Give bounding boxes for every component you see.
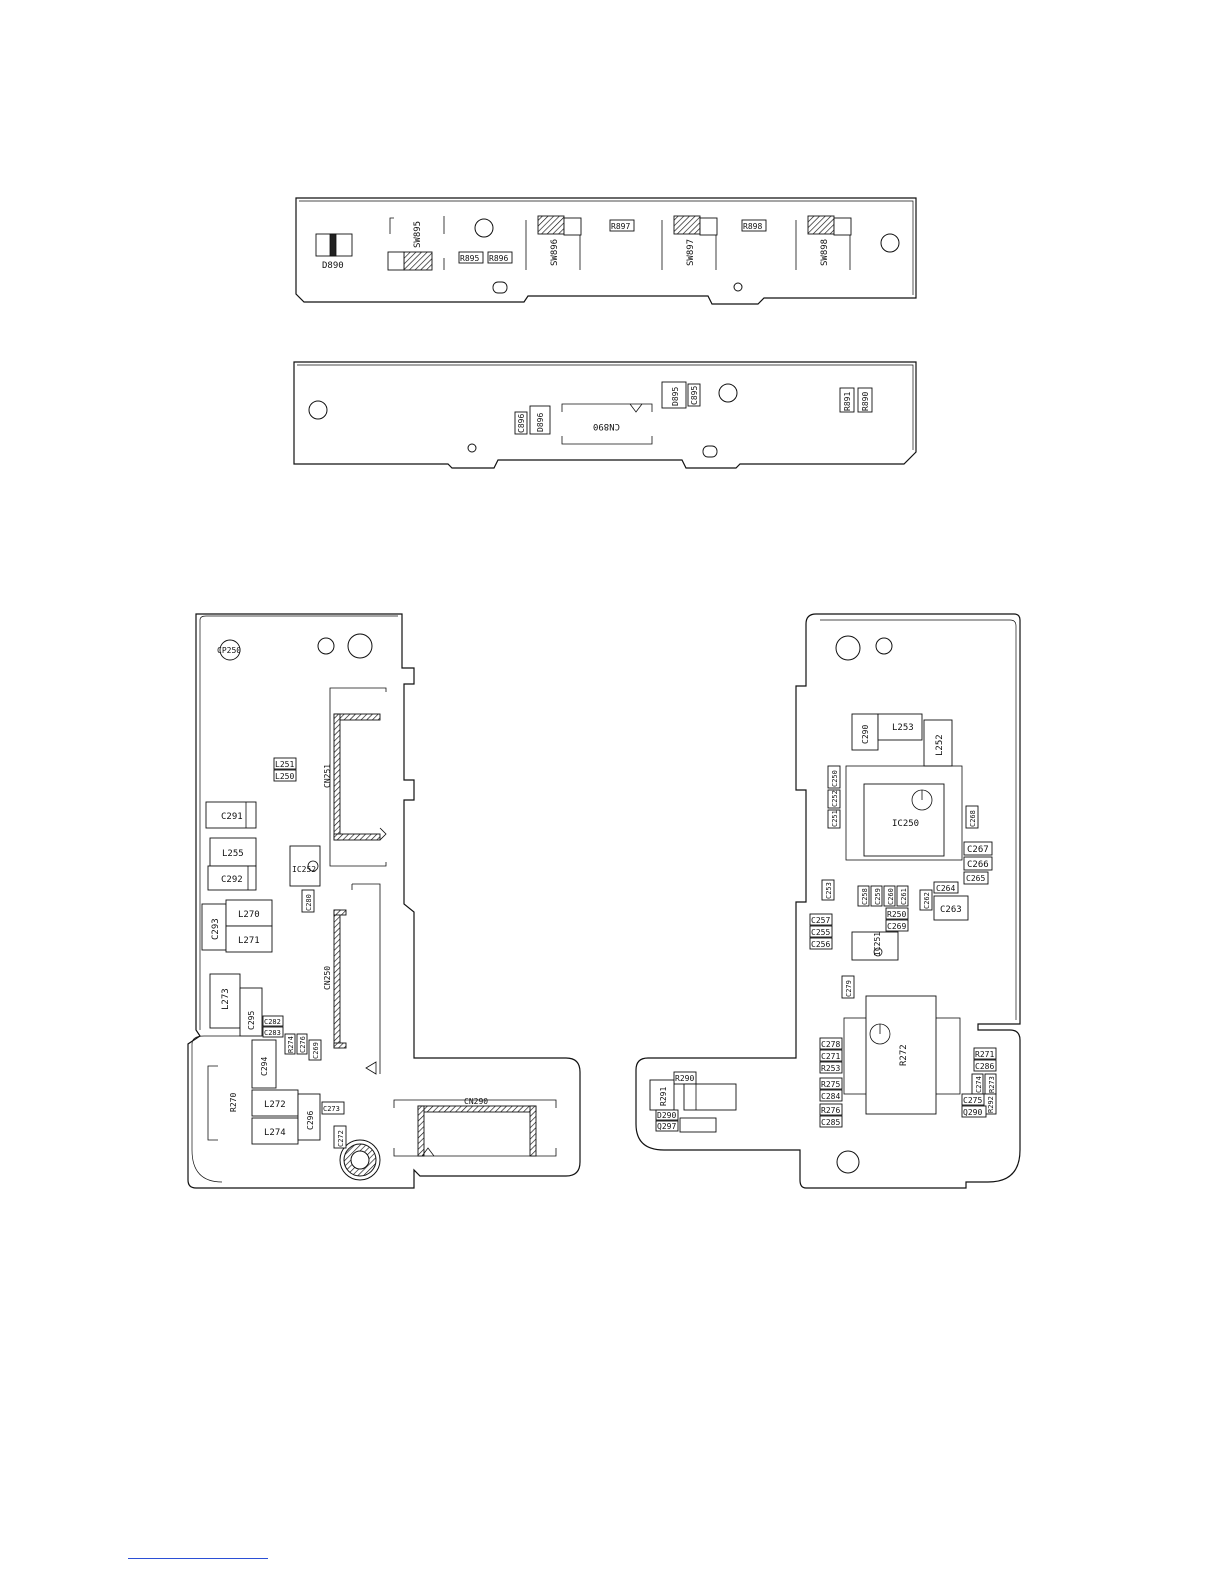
part-label: C253 (825, 882, 833, 899)
part-label: C256 (811, 940, 830, 949)
main-board-right: C290 L253 L252 IC250 C250 C252 C251 C268… (635, 613, 1021, 1189)
part-label: IC252 (292, 865, 316, 874)
part-label: C252 (831, 790, 839, 807)
part-label: C267 (967, 845, 989, 855)
part-label: L272 (264, 1100, 286, 1110)
part-label: R891 (843, 392, 852, 411)
part-label: IC251 (873, 932, 882, 956)
part-label: D290 (657, 1111, 676, 1120)
part-label: L253 (892, 723, 914, 733)
part-label: L251 (275, 760, 294, 769)
part-label: C290 (861, 725, 870, 744)
part-label: L270 (238, 910, 260, 920)
part-label: R250 (887, 910, 906, 919)
part-label: D896 (536, 413, 545, 432)
part-label: C261 (900, 888, 908, 905)
part-label: Q290 (963, 1108, 982, 1117)
part-label: C272 (337, 1130, 345, 1147)
part-label: C895 (690, 386, 699, 405)
part-label: L255 (222, 849, 244, 859)
part-label: CN890 (593, 421, 620, 431)
part-label: SW897 (686, 239, 696, 266)
part-label: CN250 (323, 966, 332, 990)
part-label: C296 (306, 1111, 315, 1130)
main-board-left: CP250 CN251 L251 L250 C291 L255 IC252 C2… (187, 613, 581, 1189)
part-label: CP250 (217, 646, 241, 655)
part-label: L274 (264, 1128, 286, 1138)
part-label: R275 (821, 1080, 840, 1089)
switch-board-bottom: C896 D896 CN890 D895 C895 R891 R890 (293, 361, 917, 469)
part-label: R272 (899, 1044, 909, 1066)
part-label: Q297 (657, 1122, 676, 1131)
part-label: C295 (247, 1011, 256, 1030)
part-label: R271 (975, 1050, 994, 1059)
part-label: C250 (831, 770, 839, 787)
part-label: C265 (966, 874, 985, 883)
part-label: C278 (821, 1040, 840, 1049)
part-label: L271 (238, 936, 260, 946)
part-label: C264 (936, 884, 955, 893)
part-label: D890 (322, 261, 344, 271)
part-label: R270 (229, 1093, 238, 1112)
part-label: C260 (887, 888, 895, 905)
part-label: CN251 (323, 764, 332, 788)
part-label: SW896 (550, 239, 560, 266)
part-label: C258 (861, 888, 869, 905)
part-label: C276 (299, 1036, 307, 1053)
part-label: R292 (987, 1096, 995, 1113)
part-label: C294 (260, 1057, 269, 1076)
part-label: SW895 (413, 221, 423, 248)
part-label: R290 (675, 1074, 694, 1083)
part-label: C274 (975, 1076, 983, 1093)
part-label: D895 (671, 387, 680, 406)
part-label: R898 (743, 222, 762, 231)
part-label: L250 (275, 772, 294, 781)
part-label: C275 (963, 1096, 982, 1105)
part-label: R291 (659, 1087, 668, 1106)
part-label: C262 (923, 892, 931, 909)
switch-board-top: D890 SW895 R895 R896 SW896 R897 SW897 R8… (295, 197, 917, 305)
part-label: C259 (874, 888, 882, 905)
part-label: C285 (821, 1118, 840, 1127)
part-label: C255 (811, 928, 830, 937)
part-label: C284 (821, 1092, 840, 1101)
part-label: R276 (821, 1106, 840, 1115)
part-label: C251 (831, 810, 839, 827)
part-label: C266 (967, 860, 989, 870)
part-label: C268 (969, 810, 977, 827)
part-label: C280 (305, 894, 313, 911)
part-label: R896 (489, 254, 508, 263)
part-label: SW898 (820, 239, 830, 266)
part-label: C282 (264, 1018, 281, 1026)
part-label: CN290 (464, 1097, 488, 1106)
part-label: C273 (323, 1105, 340, 1113)
part-label: R897 (611, 222, 630, 231)
part-label: L252 (935, 734, 945, 756)
part-label: IC250 (892, 819, 919, 829)
part-label: C292 (221, 875, 243, 885)
part-label: C269 (312, 1042, 320, 1059)
part-label: C279 (845, 980, 853, 997)
part-label: C293 (211, 918, 221, 940)
part-label: C291 (221, 812, 243, 822)
part-label: R274 (287, 1036, 295, 1053)
part-label: R253 (821, 1064, 840, 1073)
part-label: C286 (975, 1062, 994, 1071)
part-label: C263 (940, 905, 962, 915)
part-label: C257 (811, 916, 830, 925)
part-label: R895 (460, 254, 479, 263)
part-label: C269 (887, 922, 906, 931)
part-label: L273 (221, 988, 231, 1010)
part-label: C896 (517, 414, 526, 433)
footer-rule (128, 1558, 268, 1559)
part-label: R890 (861, 392, 870, 411)
part-label: C283 (264, 1029, 281, 1037)
part-label: R273 (988, 1076, 996, 1093)
part-label: C271 (821, 1052, 840, 1061)
